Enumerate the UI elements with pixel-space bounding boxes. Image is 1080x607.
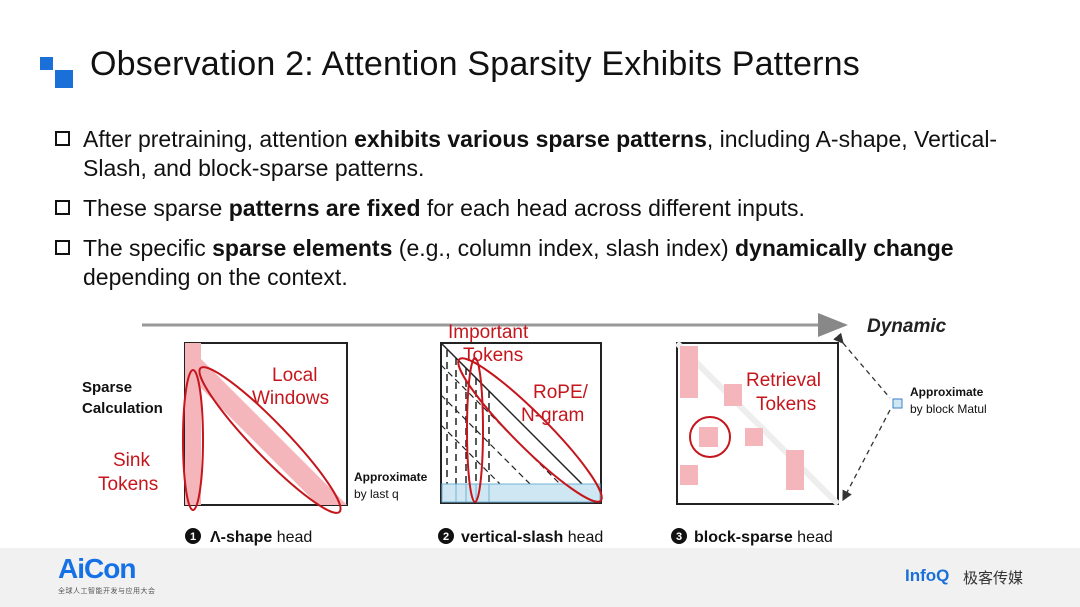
block xyxy=(724,384,742,406)
vertical-highlight xyxy=(466,357,484,503)
retrieval-label: Retrieval xyxy=(746,370,821,391)
local-window-band xyxy=(185,343,347,505)
local-window-highlight xyxy=(198,366,342,514)
sparse-calc-label: Calculation xyxy=(82,400,163,417)
head-caption: vertical-slash head xyxy=(461,529,603,546)
vertical-slash-panel xyxy=(440,342,603,504)
local-windows-label: Local xyxy=(272,365,317,386)
bullet-text: (e.g., column index, slash index) xyxy=(392,235,735,261)
head-caption-rest: head xyxy=(793,529,833,546)
head-caption: Λ-shape head xyxy=(210,529,312,546)
block xyxy=(745,428,763,446)
sink-tokens-label: Tokens xyxy=(98,474,158,495)
block-sparse-panel xyxy=(674,340,841,507)
aicon-logo: AiCon xyxy=(58,553,136,584)
approx-block-label: Approximate xyxy=(910,385,984,399)
head-caption: block-sparse head xyxy=(694,529,833,546)
block-icon xyxy=(892,398,903,409)
sink-column xyxy=(185,343,201,505)
number-badge-icon xyxy=(671,528,687,544)
rope-label: N-gram xyxy=(521,405,584,426)
bullet-text: for each head across different inputs. xyxy=(420,195,805,221)
approx-last-q-label: Approximate xyxy=(354,470,428,484)
bullet-text: These sparse xyxy=(83,195,229,221)
bullet-bold-text: patterns are fixed xyxy=(228,195,421,221)
block xyxy=(699,427,718,447)
number-badge: 1 xyxy=(190,531,196,543)
number-badge: 2 xyxy=(443,531,449,543)
block xyxy=(786,450,804,490)
number-badge: 3 xyxy=(676,531,682,543)
retrieval-label: Tokens xyxy=(756,394,816,415)
block xyxy=(680,465,698,485)
sparse-calc-label: Sparse xyxy=(82,379,132,396)
aicon-subtitle: 全球人工智能开发与应用大会 xyxy=(58,588,156,595)
important-tokens-label: Important xyxy=(448,322,529,343)
checkbox-bullet-icon xyxy=(55,200,70,215)
bullet-bold-text: sparse elements xyxy=(212,235,393,261)
lambda-shape-panel xyxy=(182,342,348,514)
head-caption-bold: vertical-slash xyxy=(461,529,563,546)
head-caption-rest: head xyxy=(272,529,312,546)
rope-label: RoPE/ xyxy=(533,382,589,403)
head-caption-bold: Λ-shape xyxy=(210,529,272,546)
infoq-brand-text: 极客传媒 xyxy=(963,570,1024,587)
infoq-logo: InfoQ xyxy=(905,566,950,585)
retrieval-highlight xyxy=(689,416,731,458)
sink-tokens-label: Sink xyxy=(113,450,150,471)
bullet-list: After pretraining, attention exhibits va… xyxy=(55,125,1045,303)
block xyxy=(680,346,698,398)
footer-bar xyxy=(0,548,1080,607)
head-caption-rest: head xyxy=(563,529,603,546)
dynamic-label: Dynamic xyxy=(867,316,947,337)
bullet-bold-text: dynamically change xyxy=(735,235,954,261)
bullet-text: depending on the context. xyxy=(83,264,348,290)
approx-arrow xyxy=(842,409,891,502)
checkbox-bullet-icon xyxy=(55,131,70,146)
bullet-bold-text: exhibits various sparse patterns xyxy=(354,126,707,152)
bullet-text: , including A-shape, Vertical-Slash, and… xyxy=(83,126,998,181)
sink-highlight xyxy=(182,369,204,511)
bullet-item: After pretraining, attention exhibits va… xyxy=(55,125,1045,183)
bullet-text: The specific xyxy=(83,235,213,261)
number-badge-icon xyxy=(185,528,201,544)
number-badge-icon xyxy=(438,528,454,544)
important-tokens-label: Tokens xyxy=(463,345,523,366)
logo-square-large xyxy=(55,70,73,88)
bullet-text: After pretraining, attention xyxy=(83,126,355,152)
approx-block-label: by block Matul xyxy=(910,402,987,416)
approx-last-q-label: by last q xyxy=(354,487,399,501)
local-windows-label: Windows xyxy=(252,388,329,409)
checkbox-bullet-icon xyxy=(55,240,70,255)
head-caption-bold: block-sparse xyxy=(694,529,793,546)
bullet-item: These sparse patterns are fixed for each… xyxy=(55,194,1045,223)
page-title: Observation 2: Attention Sparsity Exhibi… xyxy=(90,45,860,83)
bullet-item: The specific sparse elements (e.g., colu… xyxy=(55,234,1045,292)
slash-highlight xyxy=(457,357,603,503)
approx-arrow xyxy=(833,332,891,399)
attention-pattern-figure: Dynamic Sparse Calculation Local Windows… xyxy=(82,313,987,546)
logo-square-small xyxy=(40,57,53,70)
